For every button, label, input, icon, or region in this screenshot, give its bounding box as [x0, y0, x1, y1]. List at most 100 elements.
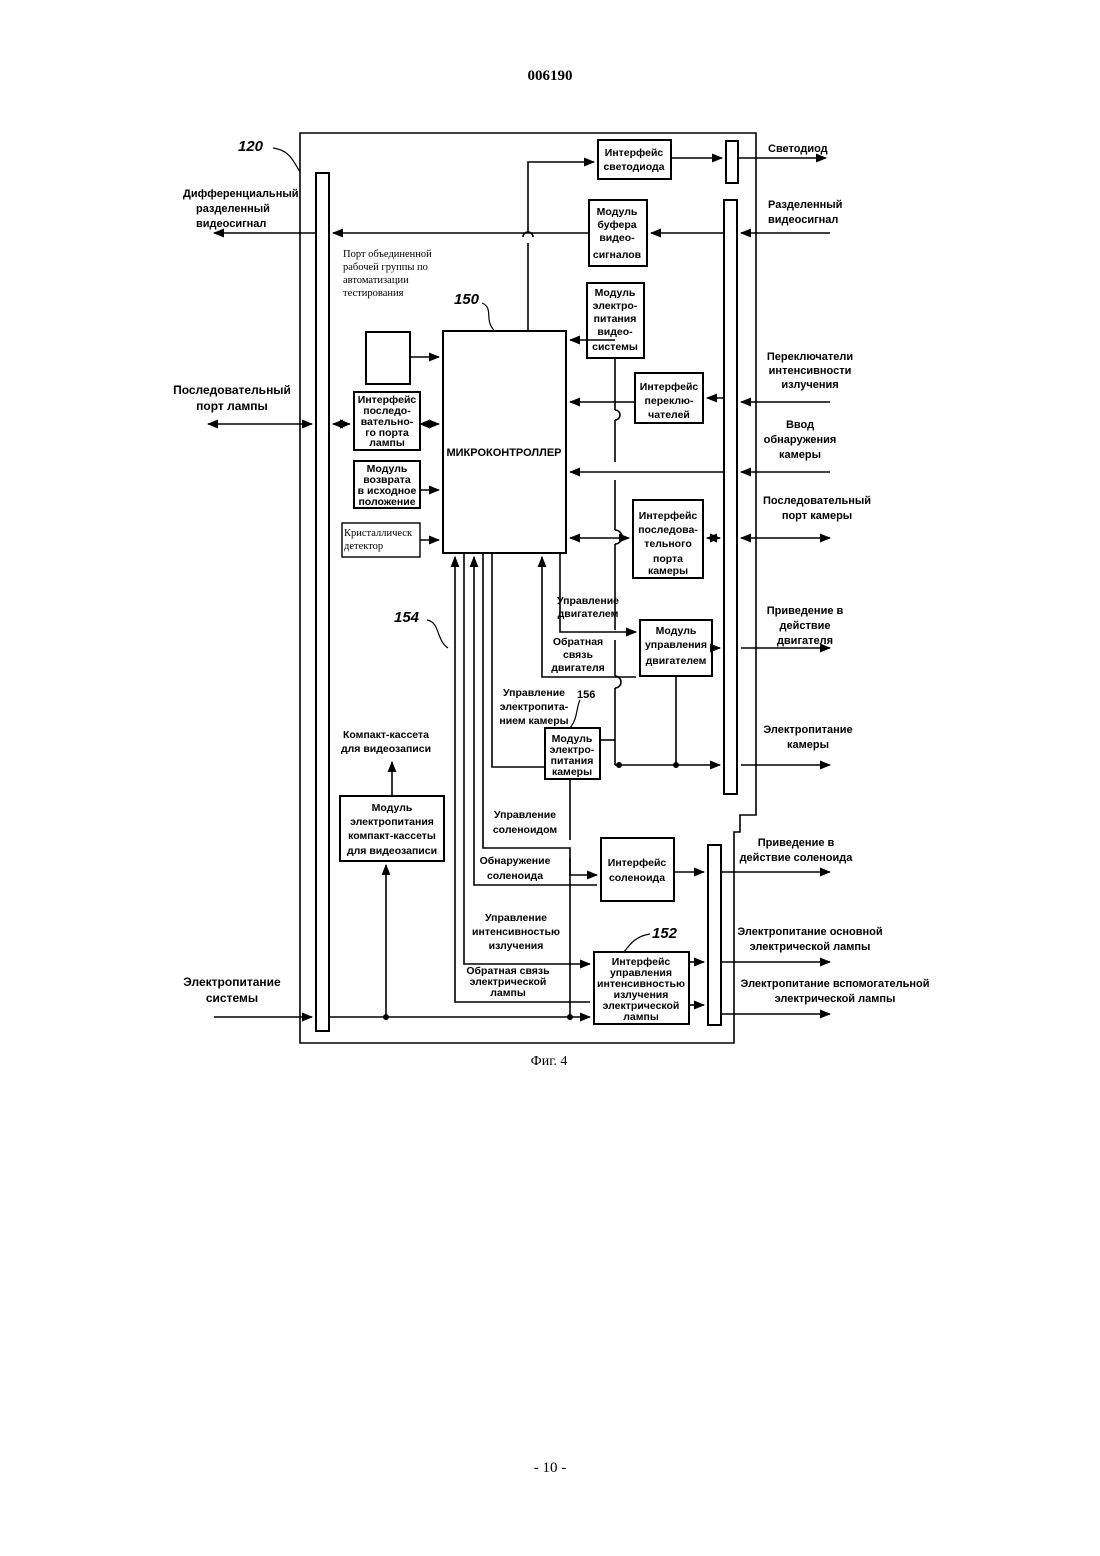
svg-text:электро-: электро- [593, 300, 638, 312]
jtag-port-block [366, 332, 410, 384]
main-lamp-power-label: Электропитание основной электрической ла… [737, 926, 882, 953]
solenoid-control-label: Управление соленоидом [493, 809, 558, 836]
svg-text:Модуль: Модуль [372, 802, 413, 814]
led-bar [726, 141, 738, 183]
svg-text:Электропитание: Электропитание [183, 975, 281, 989]
microcontroller-label: МИКРОКОНТРОЛЛЕР [446, 447, 561, 459]
svg-text:излучения: излучения [781, 379, 838, 391]
svg-text:Дифференциальный: Дифференциальный [183, 188, 299, 200]
video-buffer-label: Модуль буфера видео- сигналов [593, 206, 642, 261]
camera-serial-port-label: Последовательный порт камеры [763, 495, 871, 522]
svg-text:интенсивности: интенсивности [769, 365, 852, 377]
svg-text:интенсивностью: интенсивностью [472, 926, 560, 938]
svg-text:действие соленоида: действие соленоида [740, 852, 854, 864]
svg-text:Обратная: Обратная [553, 636, 603, 648]
lamp-serial-port-label: Последовательный порт лампы [173, 383, 291, 413]
svg-text:разделенный: разделенный [196, 203, 270, 215]
svg-text:Интерфейс: Интерфейс [640, 381, 699, 393]
svg-text:действие: действие [779, 620, 830, 632]
motor-feedback-label: Обратная связь двигателя [551, 636, 605, 674]
left-bus [316, 173, 329, 1031]
ref-120: 120 [238, 138, 264, 155]
svg-text:Приведение в: Приведение в [758, 837, 835, 849]
svg-text:Ввод: Ввод [786, 419, 814, 431]
svg-text:видео-: видео- [597, 326, 633, 338]
svg-text:электрической лампы: электрической лампы [775, 993, 896, 1005]
svg-text:лампы: лампы [490, 987, 526, 999]
solenoid-interface-block [601, 838, 674, 901]
page-number: - 10 - [0, 1460, 1100, 1477]
svg-text:излучения: излучения [489, 940, 544, 952]
led-label: Светодиод [768, 143, 828, 155]
svg-text:тестирования: тестирования [343, 288, 404, 299]
svg-text:камеры: камеры [787, 739, 829, 751]
svg-text:положение: положение [358, 496, 415, 508]
solenoid-detect-label: Обнаружение соленоида [480, 855, 551, 882]
svg-text:управления: управления [645, 639, 707, 651]
svg-text:буфера: буфера [597, 219, 636, 231]
svg-text:порт камеры: порт камеры [782, 510, 852, 522]
svg-text:видеосигнал: видеосигнал [768, 214, 838, 226]
svg-text:Электропитание: Электропитание [763, 724, 852, 736]
svg-text:для видеозаписи: для видеозаписи [347, 845, 437, 857]
svg-text:связь: связь [563, 649, 594, 661]
system-power-label: Электропитание системы [183, 975, 281, 1005]
svg-text:Модуль: Модуль [656, 625, 697, 637]
split-video-label: Разделенный видеосигнал [768, 199, 842, 226]
right-bus [724, 200, 737, 794]
svg-text:Модуль: Модуль [595, 287, 636, 299]
svg-text:Разделенный: Разделенный [768, 199, 842, 211]
svg-text:питания: питания [594, 313, 637, 325]
svg-text:электропитания: электропитания [350, 816, 434, 828]
svg-text:светодиода: светодиода [603, 161, 664, 173]
svg-text:последова-: последова- [638, 524, 698, 536]
ref-152: 152 [652, 925, 678, 942]
camera-power-label: Модуль электро- питания камеры [550, 733, 595, 778]
svg-text:Управление: Управление [503, 687, 565, 699]
svg-text:сигналов: сигналов [593, 249, 642, 261]
svg-text:двигателя: двигателя [551, 662, 605, 674]
svg-text:порта: порта [653, 553, 683, 565]
microcontroller-block [443, 331, 566, 553]
svg-text:двигателем: двигателем [558, 608, 619, 620]
svg-text:Компакт-кассета: Компакт-кассета [343, 729, 429, 741]
svg-text:Светодиод: Светодиод [768, 143, 828, 155]
svg-text:двигателя: двигателя [777, 635, 833, 647]
aux-lamp-power-label: Электропитание вспомогательной электриче… [741, 978, 930, 1005]
intensity-switches-label: Переключатели интенсивности излучения [767, 351, 853, 391]
ref-150: 150 [454, 291, 480, 308]
led-interface-block [598, 140, 671, 179]
svg-text:для видеозаписи: для видеозаписи [341, 743, 431, 755]
svg-text:Управление: Управление [557, 595, 619, 607]
svg-text:Управление: Управление [494, 809, 556, 821]
svg-text:Последовательный: Последовательный [173, 383, 291, 397]
svg-text:лампы: лампы [623, 1011, 659, 1023]
camera-detect-label: Ввод обнаружения камеры [764, 419, 837, 461]
svg-text:детектор: детектор [344, 541, 383, 552]
svg-text:Модуль: Модуль [597, 206, 638, 218]
svg-text:Интерфейс: Интерфейс [605, 147, 664, 159]
svg-text:порт лампы: порт лампы [196, 399, 268, 413]
svg-text:Переключатели: Переключатели [767, 351, 853, 363]
svg-text:системы: системы [592, 341, 638, 353]
svg-text:лампы: лампы [369, 437, 405, 449]
svg-text:видеосигнал: видеосигнал [196, 218, 266, 230]
svg-text:Управление: Управление [485, 912, 547, 924]
motor-control-label: Управление двигателем [557, 595, 619, 620]
svg-text:компакт-кассеты: компакт-кассеты [348, 830, 436, 842]
jtag-port-label: Порт объединенной рабочей группы по авто… [343, 249, 432, 299]
svg-text:электрической лампы: электрической лампы [750, 941, 871, 953]
figure-caption: Фиг. 4 [531, 1054, 568, 1069]
svg-text:Кристаллическ: Кристаллическ [344, 528, 413, 539]
svg-text:электропита-: электропита- [500, 701, 569, 713]
svg-text:камеры: камеры [648, 565, 688, 577]
cassette-label: Компакт-кассета для видеозаписи [341, 729, 431, 755]
svg-text:двигателем: двигателем [646, 655, 707, 667]
video-power-label: Модуль электро- питания видео- системы [592, 287, 638, 353]
svg-text:камеры: камеры [779, 449, 821, 461]
camera-power-control-label: Управление электропита- нием камеры [499, 687, 568, 727]
svg-text:нием камеры: нием камеры [499, 715, 568, 727]
svg-text:рабочей группы по: рабочей группы по [343, 262, 428, 273]
solenoid-drive-label: Приведение в действие соленоида [740, 837, 854, 864]
